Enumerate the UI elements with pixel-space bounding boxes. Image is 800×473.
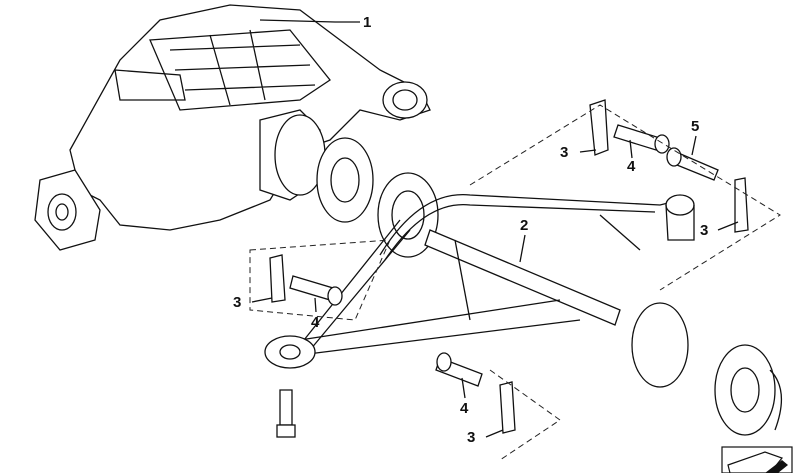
- leader-lines: [251, 19, 739, 438]
- callout-4: 4: [627, 158, 636, 175]
- callout-3: 3: [467, 429, 476, 446]
- callout-3: 3: [700, 222, 709, 239]
- differential-housing: [34, 4, 431, 251]
- orientation-icon: [721, 446, 793, 473]
- drive-flange-joint: [316, 137, 439, 258]
- callout-3: 3: [233, 294, 242, 311]
- trailing-arm: [264, 194, 783, 436]
- callout-2: 2: [520, 217, 529, 234]
- callout-4: 4: [311, 314, 320, 331]
- callout-3: 3: [560, 144, 569, 161]
- assembly-guides: [249, 104, 781, 461]
- fasteners: [269, 99, 749, 438]
- callout-1: 1: [363, 14, 372, 31]
- callout-5: 5: [691, 118, 700, 135]
- callout-4: 4: [460, 400, 469, 417]
